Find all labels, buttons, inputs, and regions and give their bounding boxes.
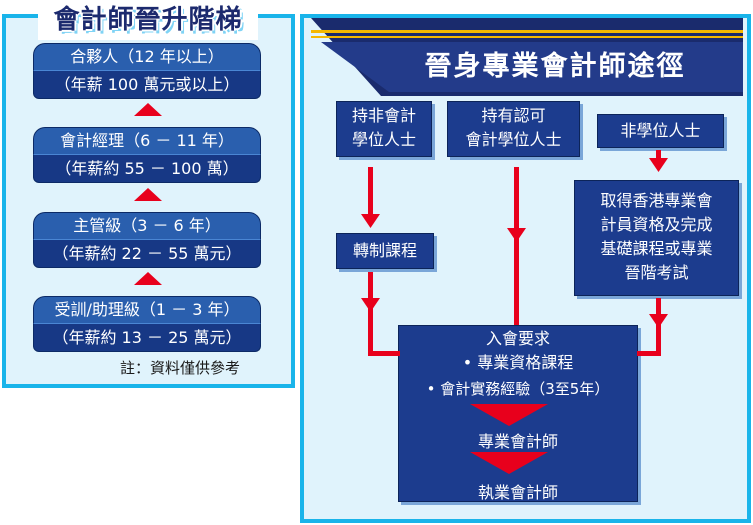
chevron-down-icon (470, 404, 548, 426)
arrow-down-icon (649, 158, 668, 172)
entry-item: • 專業資格課程 (462, 353, 574, 372)
pathway-title: 晉身專業會計師途徑 (424, 51, 686, 82)
up-arrow-icon (134, 103, 162, 116)
level-salary: （年薪約 13 － 25 萬元） (33, 323, 261, 352)
box-line: 持非會計 (351, 106, 416, 125)
level-partner: 合夥人（12 年以上） （年薪 100 萬元或以上） (33, 43, 261, 99)
arrow-shaft (656, 150, 661, 162)
qualification-box: 取得香港專業會 計員資格及完成 基礎課程或專業 晉階考試 (574, 180, 739, 296)
level-salary: （年薪約 22 － 55 萬元） (33, 239, 261, 268)
arrow-down-icon (361, 298, 380, 312)
arrow-shaft (514, 167, 519, 325)
box-line: 會計學位人士 (465, 130, 562, 149)
pathway-banner (311, 18, 743, 96)
ladder-note: 註：資料僅供參考 (120, 359, 241, 377)
box-line: 轉制課程 (352, 241, 417, 260)
conversion-course-box: 轉制課程 (336, 233, 434, 269)
box-line: 取得香港專業會 (600, 191, 713, 210)
box-line: 學位人士 (351, 130, 416, 149)
level-role: 受訓/助理級（1 － 3 年） (33, 296, 261, 323)
level-trainee: 受訓/助理級（1 － 3 年） （年薪約 13 － 25 萬元） (33, 296, 261, 352)
box-line: 基礎課程或專業 (600, 239, 713, 258)
entry-item: • 會計實務經驗（3至5年） (426, 380, 610, 398)
entry-title: 入會要求 (485, 329, 550, 348)
arrow-shaft (368, 351, 400, 356)
level-salary: （年薪約 55 － 100 萬） (33, 154, 261, 183)
level-role: 會計經理（6 － 11 年） (33, 127, 261, 154)
ladder-title: 會計師晉升階梯 (53, 5, 243, 35)
chevron-down-icon (470, 452, 548, 474)
up-arrow-icon (134, 272, 162, 285)
box-line: 晉階考試 (624, 263, 689, 282)
arrow-down-icon (361, 214, 380, 228)
level-role: 主管級（3 － 6 年） (33, 212, 261, 239)
level-supervisor: 主管級（3 － 6 年） （年薪約 22 － 55 萬元） (33, 212, 261, 268)
professional-accountant: 專業會計師 (477, 432, 558, 451)
arrow-shaft (637, 351, 661, 356)
arrow-down-icon (649, 314, 668, 328)
level-role: 合夥人（12 年以上） (33, 43, 261, 70)
box-line: 持有認可 (481, 106, 546, 125)
box-line: 非學位人士 (620, 121, 701, 140)
arrow-shaft (368, 167, 373, 217)
up-arrow-icon (134, 188, 162, 201)
level-salary: （年薪 100 萬元或以上） (33, 70, 261, 99)
start-nondegree-box: 非學位人士 (597, 114, 724, 148)
box-line: 計員資格及完成 (600, 215, 713, 234)
ladder-title-bg (38, 2, 258, 40)
arrow-down-icon (507, 228, 526, 242)
start-accredited-box: 持有認可 會計學位人士 (447, 101, 580, 157)
level-manager: 會計經理（6 － 11 年） （年薪約 55 － 100 萬） (33, 127, 261, 183)
practising-accountant: 執業會計師 (477, 483, 558, 502)
arrow-shaft (368, 272, 373, 356)
start-nonaccounting-box: 持非會計 學位人士 (336, 101, 432, 157)
